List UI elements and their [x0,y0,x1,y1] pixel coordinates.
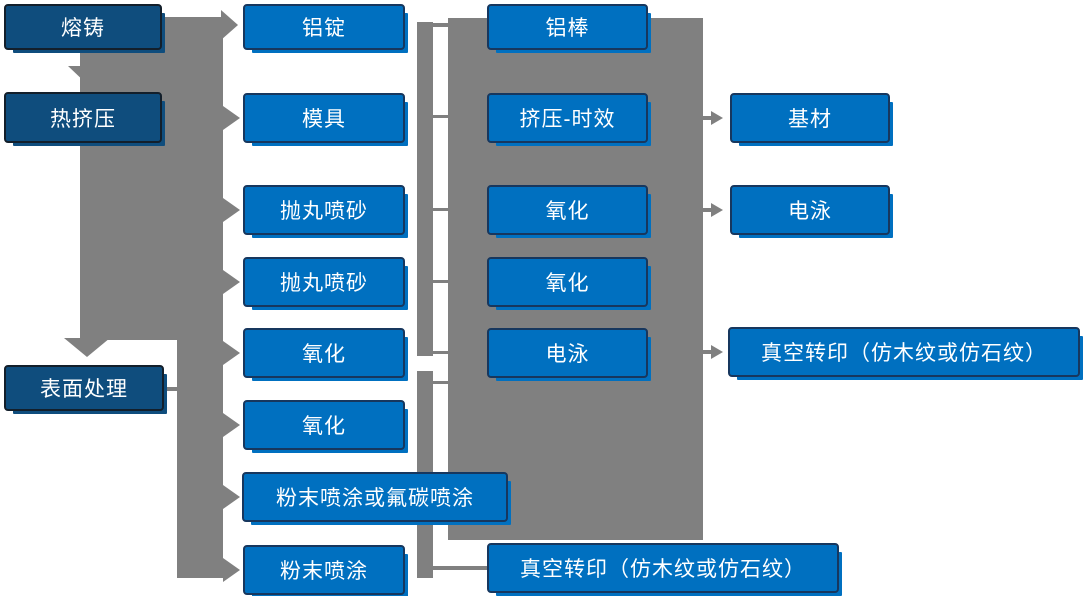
arrowhead-to-powder-fluorocarbon [223,485,240,509]
stub-lower-bar-to-block [433,381,449,384]
node-oxidation-2: 氧化 [243,400,405,450]
arrow-line-to-vacuum-transfer-right [702,350,712,354]
stub-row-aluminum-rod [417,23,449,27]
node-aluminum-ingot: 铝锭 [243,4,405,50]
arrowhead-to-mold [223,106,240,130]
node-oxidation-3: 氧化 [487,185,648,235]
node-hot-extrusion: 热挤压 [4,92,162,143]
stub-row-oxidation-4 [433,280,449,283]
node-oxidation-4: 氧化 [487,257,648,307]
node-shot-blast-sand-1: 抛丸喷砂 [243,185,405,235]
stub-surface-treatment [163,387,178,391]
node-vacuum-transfer-bottom: 真空转印（仿木纹或仿石纹） [487,543,839,593]
connector-left-band-lower [177,338,223,578]
node-extrusion-aging: 挤压-时效 [487,93,648,143]
stub-row-electrophoresis [433,351,449,354]
stub-row-oxidation-3 [433,208,449,211]
stub-row-extrusion-aging [433,115,449,118]
connector-mid-bar-upper [417,22,433,356]
connector-top-arm [163,17,222,34]
arrowhead-to-shot-blast-1 [223,198,240,222]
arrowhead-down-to-hot-extrusion [68,66,110,86]
arrowhead-to-aluminum-ingot [221,10,238,40]
arrowhead-to-oxidation-1 [223,341,240,365]
arrow-line-to-substrate [702,116,712,120]
arrowhead-to-powder-coating [223,558,240,582]
node-electrophoresis-2: 电泳 [730,185,890,235]
node-surface-treatment: 表面处理 [4,365,164,411]
stub-to-vacuum-transfer-bottom [433,566,489,570]
node-shot-blast-sand-2: 抛丸喷砂 [243,257,405,307]
node-electrophoresis-1: 电泳 [487,328,648,378]
node-melting-casting: 熔铸 [4,4,162,50]
arrow-line-to-electrophoresis-2 [702,208,712,212]
node-powder-coating: 粉末喷涂 [243,545,405,595]
node-powder-or-fluorocarbon-coating: 粉末喷涂或氟碳喷涂 [242,472,508,522]
node-mold: 模具 [243,93,405,143]
arrowhead-to-substrate [711,111,723,125]
arrowhead-down-to-surface-treatment [64,338,110,357]
node-vacuum-transfer-right: 真空转印（仿木纹或仿石纹） [728,327,1080,377]
arrowhead-to-shot-blast-2 [223,270,240,294]
node-oxidation-1: 氧化 [243,328,405,378]
arrowhead-to-oxidation-2 [223,413,240,437]
node-aluminum-rod: 铝棒 [487,4,648,50]
arrowhead-to-vacuum-transfer-right [711,345,723,359]
node-substrate: 基材 [730,93,890,143]
arrowhead-to-electrophoresis-2 [711,203,723,217]
